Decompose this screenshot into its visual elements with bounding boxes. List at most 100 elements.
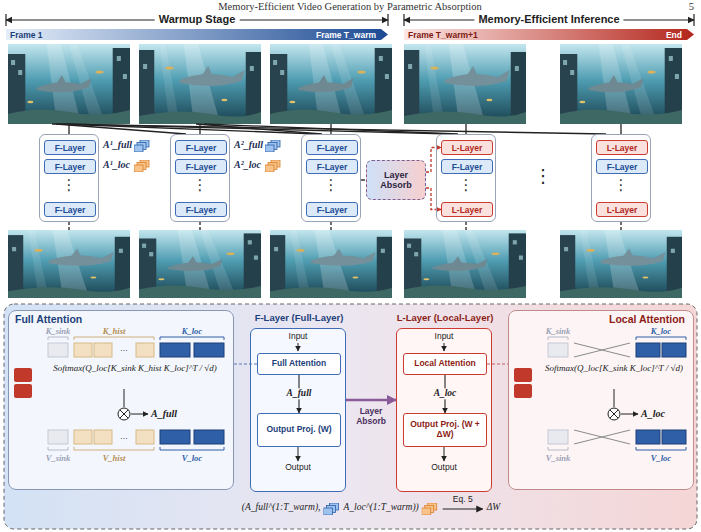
stage-label: Warmup Stage bbox=[155, 13, 240, 26]
video-frame bbox=[139, 44, 261, 124]
local-block bbox=[160, 430, 190, 444]
ellipsis: ⋮ bbox=[534, 166, 552, 186]
layer-stack: ⋮F-LayerF-LayerF-Layer bbox=[170, 134, 230, 222]
query-block bbox=[514, 384, 532, 398]
bracket bbox=[48, 447, 68, 450]
key-brackets bbox=[548, 337, 686, 450]
flow-arrow bbox=[298, 343, 299, 351]
timeline-bar bbox=[404, 29, 694, 40]
node-text: Full Attention bbox=[272, 359, 326, 369]
full-layer: F-Layer bbox=[175, 159, 227, 174]
local-layer: L-Layer bbox=[441, 140, 493, 155]
formula: Softmax(Q_loc[K_sink K_hist K_loc]^T / √… bbox=[38, 363, 232, 374]
hist-block bbox=[136, 430, 154, 444]
full-layer: F-Layer bbox=[441, 159, 493, 174]
bracket bbox=[636, 447, 686, 450]
key-label: K_loc bbox=[651, 326, 671, 336]
formula: Softmax(Q_loc[K_sink K_loc]^T / √d) bbox=[538, 363, 690, 374]
node-text: F-Layer bbox=[452, 162, 483, 172]
hist-block bbox=[136, 343, 154, 357]
io-label: Input bbox=[250, 331, 346, 341]
sink-block bbox=[48, 343, 68, 357]
edge-label: A_loc bbox=[432, 388, 459, 399]
local-layer: L-Layer bbox=[441, 202, 493, 217]
bracket bbox=[636, 337, 686, 340]
attention-map-label: A²_full bbox=[234, 139, 263, 151]
io-label: Output bbox=[250, 462, 346, 472]
bracket bbox=[74, 447, 154, 450]
wire bbox=[465, 124, 466, 134]
node-text: F-Layer (Full-Layer) bbox=[211, 312, 387, 323]
equation-term: ΔW bbox=[487, 502, 501, 513]
projection-box: Output Proj. (W + ΔW) bbox=[403, 413, 487, 447]
attention-map-label: A²_loc bbox=[234, 159, 261, 171]
panel-ground bbox=[508, 310, 694, 490]
node-text: Local Attention bbox=[609, 313, 685, 325]
full-layer: F-Layer bbox=[44, 202, 96, 217]
node-text: Local Attention bbox=[414, 359, 476, 369]
wire bbox=[620, 222, 621, 230]
flow-arrow bbox=[444, 447, 445, 461]
running-header: Memory-Efficient Video Generation by Par… bbox=[218, 1, 481, 14]
full-layer: F-Layer bbox=[175, 140, 227, 155]
connector bbox=[234, 363, 257, 364]
sink-block bbox=[548, 343, 568, 357]
node-text: F-Layer bbox=[55, 205, 86, 215]
panel-ground bbox=[8, 310, 234, 490]
wire bbox=[465, 222, 466, 230]
bracket-tick bbox=[693, 14, 694, 26]
wire bbox=[620, 124, 621, 134]
node-text: F-Layer bbox=[607, 162, 638, 172]
layer-stack: ⋮L-LayerF-LayerL-Layer bbox=[591, 134, 651, 222]
video-frame bbox=[404, 44, 526, 124]
connector bbox=[426, 188, 441, 210]
value-label: V_sink bbox=[546, 453, 571, 463]
attention-icon bbox=[265, 140, 280, 152]
node-text: L-Layer bbox=[452, 205, 483, 215]
full-layer: F-Layer bbox=[306, 140, 358, 155]
bracket bbox=[548, 447, 568, 450]
layer-stack: ⋮F-LayerF-LayerF-Layer bbox=[39, 134, 99, 222]
edge-label: Layer Absorb bbox=[346, 406, 396, 426]
local-block bbox=[636, 343, 660, 357]
key-brackets bbox=[48, 337, 224, 450]
hist-block bbox=[74, 430, 92, 444]
bracket bbox=[548, 337, 568, 340]
equation-arrow bbox=[443, 508, 483, 509]
full-layer: F-Layer bbox=[306, 202, 358, 217]
local-layer: L-Layer bbox=[596, 202, 648, 217]
bracket-tick bbox=[403, 14, 404, 26]
key-blocks bbox=[514, 343, 686, 444]
output-label: A_full bbox=[151, 408, 177, 420]
wire bbox=[621, 414, 638, 415]
node-text: Output Proj. (W + ΔW) bbox=[407, 420, 483, 440]
video-frame bbox=[139, 230, 261, 298]
io-label: Output bbox=[396, 462, 492, 472]
key-label: K_sink bbox=[546, 326, 571, 336]
projection-box: Output Proj. (W) bbox=[257, 413, 341, 447]
node-text: F-Layer bbox=[55, 162, 86, 172]
frame-label: End bbox=[630, 30, 682, 41]
local-block bbox=[636, 430, 660, 444]
product-symbol bbox=[118, 408, 130, 420]
video-frame bbox=[8, 230, 130, 298]
value-label: V_loc bbox=[651, 453, 671, 463]
value-label: V_loc bbox=[182, 453, 202, 463]
node-text: F-Layer bbox=[186, 162, 217, 172]
local-block bbox=[194, 343, 224, 357]
node-text: F-Layer bbox=[186, 205, 217, 215]
query-block bbox=[14, 384, 32, 398]
hist-block bbox=[94, 430, 112, 444]
hist-block bbox=[94, 343, 112, 357]
wire bbox=[52, 124, 606, 134]
node-text: L-Layer bbox=[607, 143, 638, 153]
local-layer: L-Layer bbox=[596, 140, 648, 155]
wire bbox=[199, 222, 200, 230]
attention-map-label: A¹_loc bbox=[103, 159, 130, 171]
edge-label: A_full bbox=[285, 388, 314, 399]
full-layer: F-Layer bbox=[596, 159, 648, 174]
wire bbox=[124, 389, 125, 407]
